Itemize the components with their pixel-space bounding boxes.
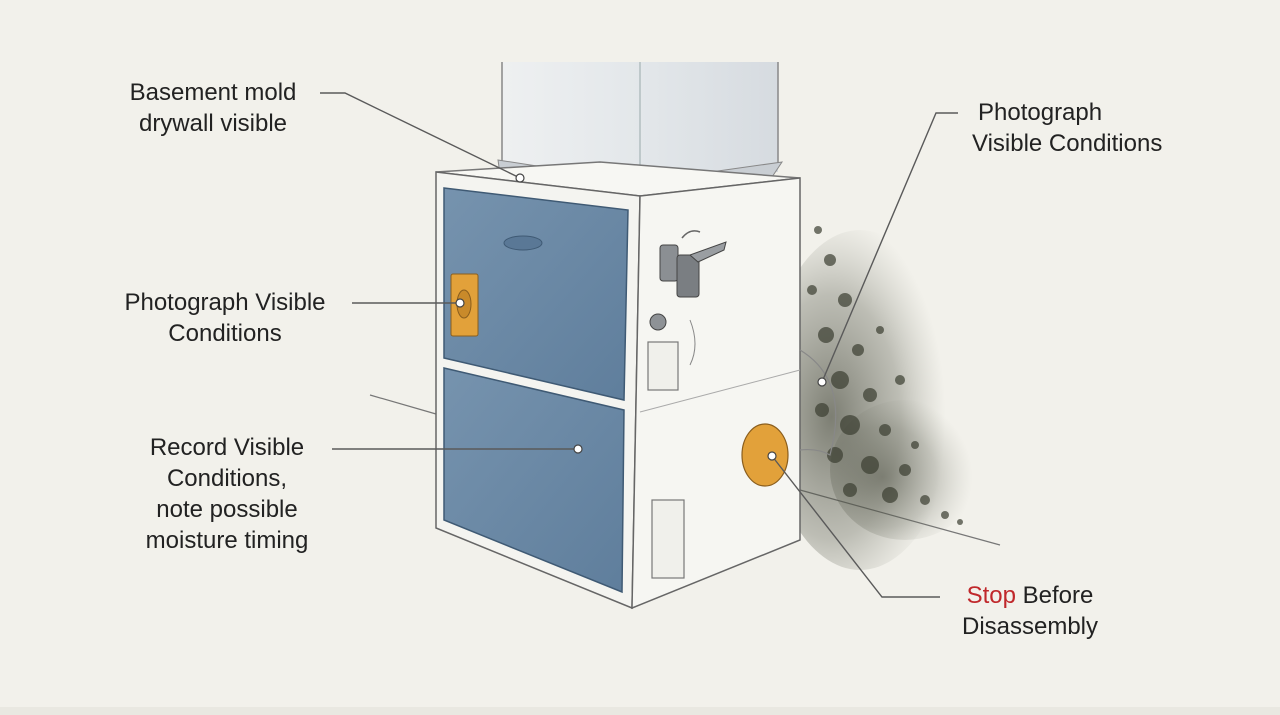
mold-growth — [765, 226, 980, 570]
front-panels — [443, 187, 629, 594]
label-basement-mold-line2: drywall visible — [138, 110, 288, 137]
label-record-line2: Conditions, — [166, 465, 288, 492]
label-photograph-top-line2: Visible Conditions — [972, 130, 1163, 157]
leader-dots — [455, 173, 827, 461]
side-access-port — [741, 423, 789, 487]
label-photograph-left-line2: Conditions — [168, 320, 282, 347]
leader-lines — [320, 92, 958, 598]
label-record-line4: moisture timing — [145, 527, 309, 554]
label-photograph-left-line1: Photograph Visible — [124, 289, 326, 316]
label-stop: Stop Before Disassembly — [944, 580, 1116, 642]
label-photograph-top: Photograph Visible Conditions — [972, 97, 1212, 159]
side-fittings — [647, 313, 696, 579]
stop-word: Stop — [966, 582, 1016, 609]
label-record-line1: Record Visible — [149, 434, 305, 461]
label-photograph-top-line1: Photograph — [978, 99, 1103, 126]
label-basement-mold: Basement mold drywall visible — [112, 77, 314, 139]
mold-bracket — [799, 349, 837, 456]
label-record: Record Visible Conditions, note possible… — [124, 432, 330, 556]
stop-rest-word: Before — [1015, 582, 1094, 609]
label-stop-line2: Disassembly — [961, 613, 1099, 640]
label-photograph-left: Photograph Visible Conditions — [104, 287, 346, 349]
inspection-window — [450, 273, 479, 337]
gas-valve — [659, 230, 727, 298]
label-basement-mold-line1: Basement mold — [129, 79, 297, 106]
label-stop-line1: Stop Before — [944, 580, 1116, 611]
bottom-strip — [0, 707, 1280, 715]
label-record-line3: note possible — [156, 496, 298, 523]
